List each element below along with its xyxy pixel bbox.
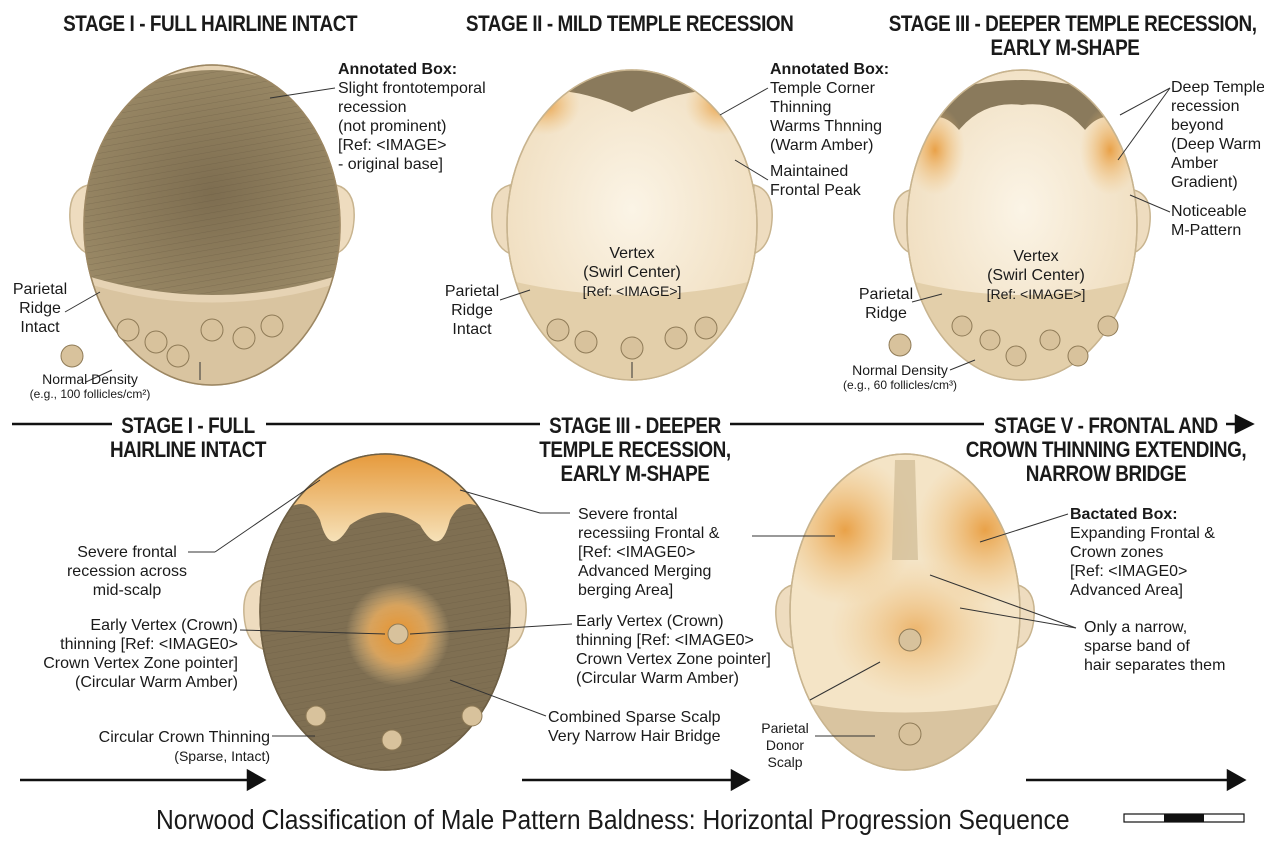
stage4-frontal-label-right: Severe frontal recessiing Frontal & [Ref… <box>578 506 720 599</box>
stage2-parietal-label: Parietal Ridge Intact <box>444 283 500 338</box>
follicle-cluster <box>664 326 688 350</box>
follicle-cluster <box>951 315 973 337</box>
follicle-cluster <box>200 318 224 342</box>
stage3-density-label: Normal Density (e.g., 60 follicles/cm³) <box>842 362 958 392</box>
stage3-vertex-label: Vertex (Swirl Center) [Ref: <IMAGE>] <box>986 248 1086 302</box>
stage2-vertex-label: Vertex (Swirl Center) [Ref: <IMAGE>] <box>582 245 682 299</box>
mid-title-3: STAGE V - FRONTAL AND CROWN THINNING EXT… <box>965 413 1247 486</box>
follicle-cluster <box>1097 315 1119 337</box>
stage3-annotation-box: Deep Temple recession beyond (Deep Warm … <box>1171 79 1264 191</box>
progression-arrows <box>12 413 1255 792</box>
stage4-vertex-label-right: Early Vertex (Crown) thinning [Ref: <IMA… <box>576 613 771 687</box>
stage4-frontal-label: Severe frontal recession across mid-scal… <box>66 544 188 599</box>
stage1-head <box>69 64 355 386</box>
follicle-cluster <box>116 318 140 342</box>
follicle-cluster <box>694 316 718 340</box>
stage3-mpattern-label: Noticeable M-Pattern <box>1171 203 1247 239</box>
stage1-annotation-box: Annotated Box: Slight frontotemporal rec… <box>338 61 486 173</box>
follicle-cluster <box>1067 345 1089 367</box>
arrow-head <box>246 768 267 792</box>
follicle-cluster <box>898 722 922 746</box>
mid-title-1: STAGE I - FULL HAIRLINE INTACT <box>109 413 267 462</box>
follicle-cluster <box>461 705 483 727</box>
follicle-cluster <box>546 318 570 342</box>
follicle-cluster <box>888 333 912 357</box>
stage3-title: STAGE III - DEEPER TEMPLE RECESSION, <box>888 11 1257 36</box>
stage4-bridge-label: Combined Sparse Scalp Very Narrow Hair B… <box>548 709 721 745</box>
arrow-head <box>730 768 751 792</box>
stage5-parietal-label: Parietal Donor Scalp <box>761 720 809 770</box>
stage2-peak-label: Maintained Frontal Peak <box>770 163 861 199</box>
arrow-head <box>1226 768 1247 792</box>
follicle-cluster <box>620 336 644 360</box>
stage5-annotation-box: Bactated Box: Expanding Frontal & Crown … <box>1070 506 1215 599</box>
follicle-cluster <box>1005 345 1027 367</box>
follicle-cluster <box>144 330 168 354</box>
follicle-cluster <box>305 705 327 727</box>
follicle-clusters <box>60 314 1119 751</box>
stage4-vertex-label-left: Early Vertex (Crown) thinning [Ref: <IMA… <box>43 617 238 691</box>
stage3-title-line2: EARLY M-SHAPE <box>990 35 1140 60</box>
stage1-title: STAGE I - FULL HAIRLINE INTACT <box>63 11 358 36</box>
follicle-cluster <box>898 628 922 652</box>
mid-title-2: STAGE III - DEEPER TEMPLE RECESSION, EAR… <box>539 413 731 486</box>
follicle-cluster <box>574 330 598 354</box>
follicle-cluster <box>60 344 84 368</box>
follicle-cluster <box>232 326 256 350</box>
stage1-parietal-label: Parietal Ridge Intact <box>12 281 68 336</box>
stage4-crown-label: Circular Crown Thinning (Sparse, Intact) <box>98 729 270 764</box>
stage4-head <box>243 453 527 771</box>
stage3-head <box>893 69 1151 381</box>
follicle-cluster <box>381 729 403 751</box>
follicle-cluster <box>1039 329 1061 351</box>
follicle-cluster <box>387 623 409 645</box>
follicle-cluster <box>260 314 284 338</box>
stage3-parietal-label: Parietal Ridge <box>858 286 914 322</box>
leader-lines <box>64 87 1171 737</box>
stage5-bridge-label: Only a narrow, sparse band of hair separ… <box>1084 619 1226 674</box>
figure-caption: Norwood Classification of Male Pattern B… <box>156 804 1070 835</box>
stage2-title: STAGE II - MILD TEMPLE RECESSION <box>465 11 794 36</box>
scale-bar <box>1123 813 1245 823</box>
follicle-cluster <box>166 344 190 368</box>
stage2-annotation-box: Annotated Box: Temple Corner Thinning Wa… <box>770 61 890 154</box>
stage1-density-label: Normal Density (e.g., 100 follicles/cm²) <box>29 371 151 401</box>
follicle-cluster <box>979 329 1001 351</box>
